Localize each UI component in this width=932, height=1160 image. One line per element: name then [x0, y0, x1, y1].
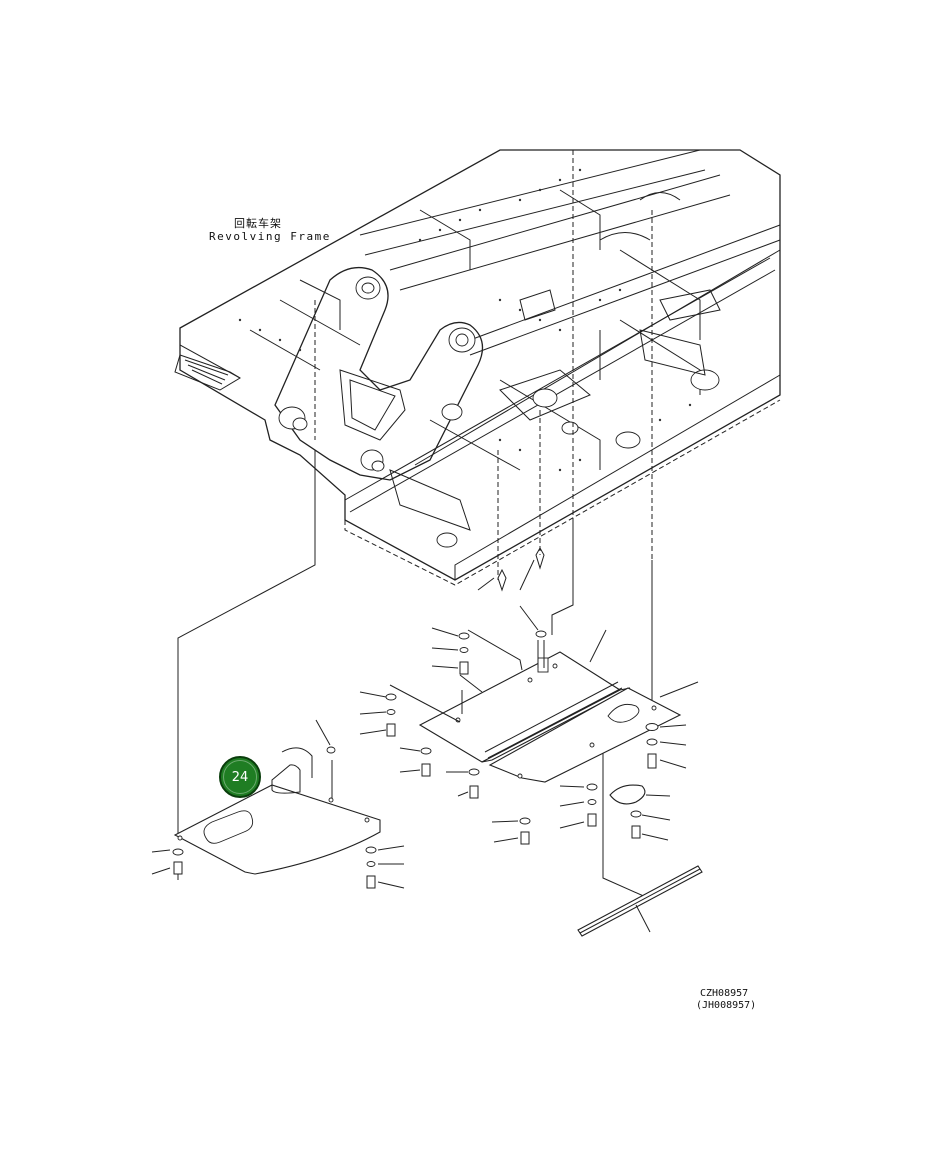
drawing-code: CZH08957 [700, 988, 749, 999]
part-leaders [151, 559, 699, 933]
callout-number: 24 [231, 769, 249, 785]
frame-label-english: Revolving Frame [209, 230, 331, 243]
right-cover-plate [488, 687, 703, 937]
revolving-frame [174, 149, 781, 586]
drawing-alt-code: (JH008957) [696, 1000, 757, 1011]
part-callout-24[interactable]: 24 [219, 756, 261, 798]
under-cover-plate [173, 747, 381, 875]
assembly-leader-lines [177, 150, 653, 899]
fasteners [172, 546, 659, 889]
frame-label-chinese: 回転车架 [234, 217, 282, 230]
center-cover-plate [418, 651, 631, 763]
